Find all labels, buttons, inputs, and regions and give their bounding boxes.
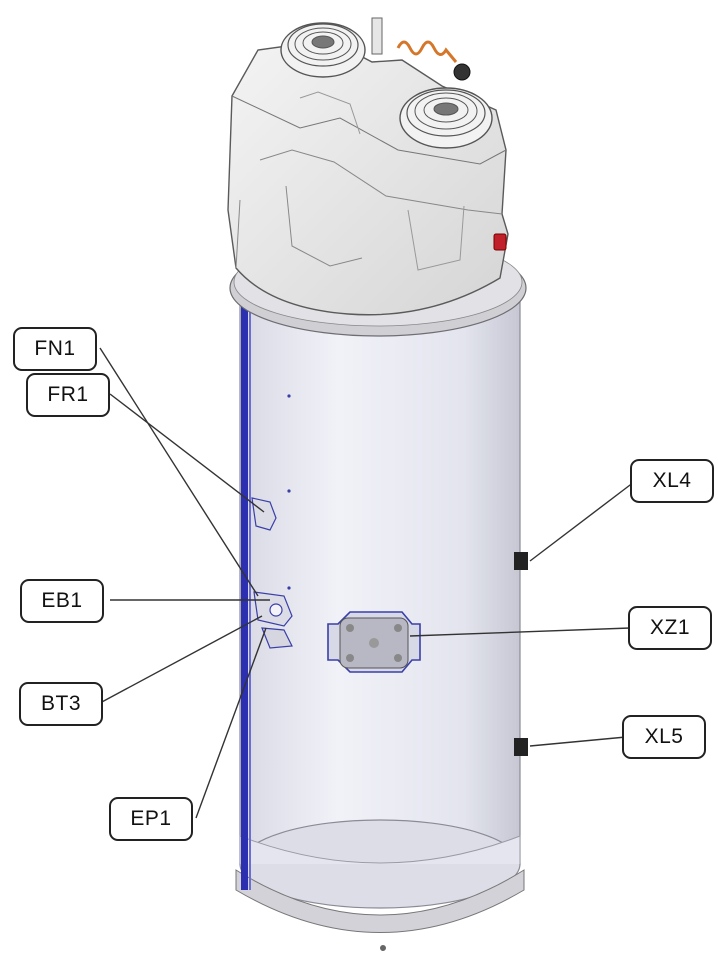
callout-eb1-text: EB1 [41, 589, 83, 612]
connector-xl4 [514, 552, 528, 570]
callout-xz1: XZ1 [628, 606, 712, 650]
fan-right-icon [399, 87, 493, 149]
panel-fr1 [251, 497, 277, 531]
panel-bt3 [261, 627, 293, 649]
top-housing [227, 17, 509, 316]
callout-xz1-text: XZ1 [649, 616, 690, 639]
leader-lines [99, 347, 635, 819]
red-fitting-icon [493, 233, 507, 251]
callout-fn1-text: FN1 [34, 337, 76, 360]
callout-eb1: EB1 [20, 579, 104, 623]
callout-xl5-text: XL5 [644, 725, 684, 748]
callout-fr1: FR1 [26, 373, 110, 417]
callout-xl4: XL4 [630, 459, 714, 503]
callout-ep1-text: EP1 [130, 807, 172, 830]
flange-xz1 [327, 611, 421, 673]
bottom-ring [235, 869, 525, 951]
fan-left-icon [280, 22, 366, 78]
tank-body [239, 291, 521, 909]
trim-strip [241, 298, 251, 890]
copper-pipe [396, 40, 471, 81]
callout-xl5: XL5 [622, 715, 706, 759]
callout-fr1-text: FR1 [47, 383, 89, 406]
connector-xl5 [514, 738, 528, 756]
callout-ep1: EP1 [109, 797, 193, 841]
callout-bt3-text: BT3 [40, 692, 81, 715]
callout-xl4-text: XL4 [652, 469, 692, 492]
tank-dots [287, 394, 291, 590]
callout-fn1: FN1 [13, 327, 97, 371]
callout-bt3: BT3 [19, 682, 103, 726]
